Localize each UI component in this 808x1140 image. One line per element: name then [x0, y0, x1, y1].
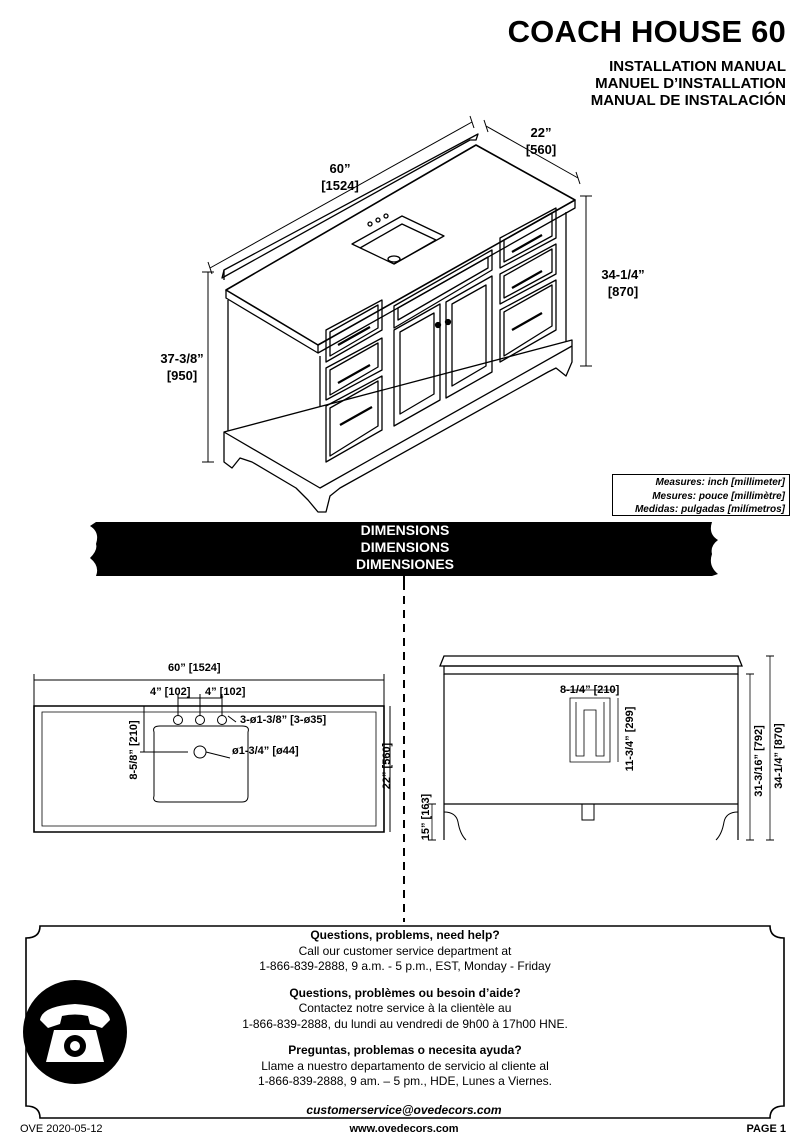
- plumbing-height-label: 11-3/4” [299]: [624, 706, 636, 772]
- manual-subtitles: INSTALLATION MANUAL MANUEL D’INSTALLATIO…: [591, 58, 786, 109]
- iso-counter-height-label: 34-1/4” [870]: [601, 267, 645, 299]
- iso-depth-label: 22” [560]: [525, 125, 557, 157]
- vanity-isometric-drawing: [202, 115, 592, 513]
- top-spacing-right-label: 4” [102]: [205, 686, 246, 698]
- top-width-label: 60” [1524]: [168, 662, 221, 674]
- top-view-drawing: [33, 674, 391, 833]
- measures-note: Measures: inch [millimeter] Mesures: pou…: [612, 474, 790, 516]
- contact-es-title: Preguntas, problemas o necesita ayuda?: [288, 1043, 522, 1057]
- contact-en-title: Questions, problems, need help?: [310, 928, 500, 942]
- document-title: COACH HOUSE 60: [507, 14, 786, 49]
- contact-en-line2: 1-866-839-2888, 9 a.m. - 5 p.m., EST, Mo…: [259, 959, 551, 973]
- contact-info: Questions, problems, need help? Call our…: [242, 928, 568, 1101]
- footer-page-number: PAGE 1: [746, 1123, 786, 1135]
- front-view-drawing: [428, 655, 774, 841]
- footer-version: OVE 2020-05-12: [20, 1123, 103, 1135]
- toe-height-label: 15” [163]: [420, 793, 432, 841]
- subtitle-fr: MANUEL D’INSTALLATION: [595, 75, 786, 92]
- telephone-icon: [23, 980, 127, 1084]
- contact-email-link[interactable]: customerservice@ovedecors.com: [306, 1103, 502, 1117]
- subtitle-en: INSTALLATION MANUAL: [609, 58, 786, 75]
- top-offset-label: 8-5/8” [210]: [128, 720, 140, 780]
- section-banner: DIMENSIONS DIMENSIONS DIMENSIONES: [355, 522, 454, 572]
- plumbing-width-label: 8-1/4” [210]: [560, 684, 620, 696]
- section-banner-shape: [90, 522, 718, 582]
- dashed-divider: [403, 582, 405, 922]
- contact-fr-line1: Contactez notre service à la clientèle a…: [298, 1001, 512, 1015]
- iso-width-label: 60” [1524]: [321, 161, 359, 193]
- body-height-label: 31-3/16” [792]: [753, 725, 765, 797]
- top-spacing-left-label: 4” [102]: [150, 686, 191, 698]
- contact-en-line1: Call our customer service department at: [298, 943, 512, 958]
- counter-height-label: 34-1/4” [870]: [773, 723, 785, 789]
- footer-website-link[interactable]: www.ovedecors.com: [349, 1123, 459, 1135]
- contact-fr-line2: 1-866-839-2888, du lundi au vendredi de …: [242, 1016, 568, 1031]
- contact-fr-title: Questions, problèmes ou besoin d’aide?: [289, 985, 521, 1000]
- contact-box-frame: [25, 925, 785, 1119]
- iso-total-height-label: 37-3/8” [950]: [160, 351, 204, 383]
- faucet-holes-label: 3-ø1-3/8” [3-ø35]: [240, 714, 327, 726]
- drain-label: ø1-3/4” [ø44]: [232, 745, 299, 757]
- top-depth-label: 22” [560]: [381, 742, 393, 790]
- contact-es-line2: 1-866-839-2888, 9 am. – 5 pm., HDE, Lune…: [258, 1074, 552, 1088]
- subtitle-es: MANUAL DE INSTALACIÓN: [590, 92, 786, 109]
- contact-es-line1: Llame a nuestro departamento de servicio…: [261, 1058, 549, 1073]
